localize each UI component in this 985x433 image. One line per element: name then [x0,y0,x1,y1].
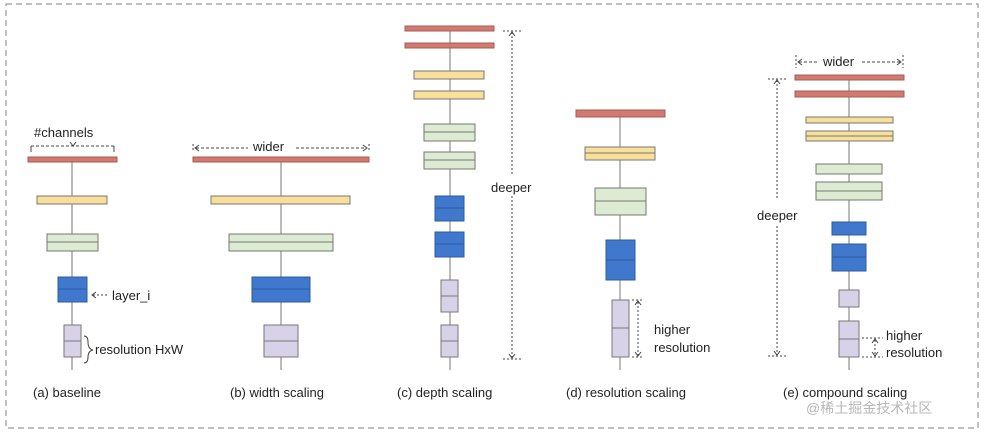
resolution-label: resolution HxW [95,342,184,357]
depth-red-block-1 [404,42,495,49]
panel-resolution-scaling: higher resolution (d) resolution scaling [566,109,710,400]
baseline-red-block [27,156,118,163]
resolution-d-label: resolution [654,340,710,355]
caption-width-scaling: (b) width scaling [230,385,324,400]
caption-compound-scaling: (e) compound scaling [783,385,907,400]
resolution-brace [83,335,94,364]
caption-resolution-scaling: (d) resolution scaling [566,385,686,400]
outer-frame [5,3,979,429]
panel-width-scaling: wider (b) width scaling [192,139,370,400]
depth-red-block-2 [404,25,495,32]
wider-e-label: wider [822,54,855,69]
deeper-e-label: deeper [757,208,798,223]
compound-red-block-2 [794,74,905,81]
width-red-block [192,156,370,163]
panel-depth-scaling: deeper (c) depth scaling [397,25,532,400]
width-yellow-block [210,195,351,205]
channels-label: #channels [34,125,94,140]
panel-baseline: #channels layer_i resolution HxW (a) bas… [27,125,184,400]
compound-green-block-2 [815,163,883,175]
wider-label: wider [252,139,285,154]
compound-blue-block-2 [831,221,867,236]
compound-input-block-2 [838,289,860,308]
panel-compound-scaling: wider deeper higher resolution (e) compo… [757,54,942,400]
deeper-label: deeper [491,180,532,195]
resolution-e-label: resolution [886,345,942,360]
compound-red-block-1 [794,90,905,98]
higher-label: higher [654,322,691,337]
higher-e-label: higher [886,328,923,343]
caption-depth-scaling: (c) depth scaling [397,385,492,400]
depth-yellow-block-1 [413,90,485,100]
compound-yellow-block-2 [805,116,894,124]
watermark: @稀土掘金技术社区 [806,400,932,416]
layer-label: layer_i [112,288,150,303]
resolution-red-block [575,109,666,118]
baseline-yellow-block [36,195,108,205]
caption-baseline: (a) baseline [33,385,101,400]
depth-yellow-block-2 [413,70,485,80]
